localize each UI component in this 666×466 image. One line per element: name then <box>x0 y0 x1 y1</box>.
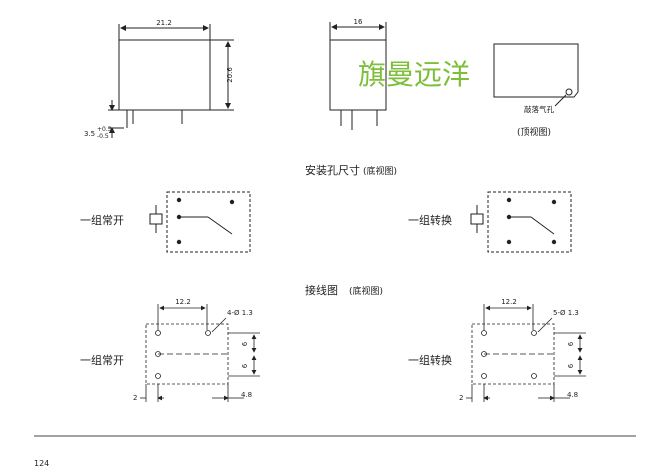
wiring-co-v-upper: 6 <box>567 341 575 346</box>
wiring-diagram-co <box>466 304 586 402</box>
page-number: 124 <box>34 459 49 466</box>
wiring-section-subtitle: (底视图) <box>349 285 383 297</box>
front-width-dim: 21.2 <box>156 19 172 27</box>
wiring-label-co: 一组转换 <box>408 353 452 367</box>
install-section-subtitle: (底视图) <box>363 165 397 177</box>
pin-tol-upper: +0.3 <box>97 126 112 133</box>
pin-length-dim: 3.5 <box>84 130 95 138</box>
top-view <box>493 43 579 107</box>
wiring-no-v-upper: 6 <box>241 341 249 346</box>
wiring-no-holes: 4-Ø 1.3 <box>227 309 253 317</box>
wiring-no-spacing: 12.2 <box>175 298 191 306</box>
install-section-title: 安装孔尺寸 <box>305 163 360 177</box>
front-view <box>108 24 234 138</box>
wiring-co-holes: 5-Ø 1.3 <box>553 309 579 317</box>
wiring-co-spacing: 12.2 <box>501 298 517 306</box>
wiring-co-left-offset: 2 <box>459 394 463 402</box>
top-view-caption: (顶视图) <box>517 126 551 138</box>
wiring-no-v-lower: 6 <box>241 363 249 368</box>
install-diagram-no <box>149 191 251 253</box>
wiring-diagram-no <box>140 304 260 402</box>
wiring-section-title: 接线图 <box>305 283 338 297</box>
wiring-label-no: 一组常开 <box>80 353 124 367</box>
wiring-no-left-offset: 2 <box>133 394 137 402</box>
install-label-no: 一组常开 <box>80 213 124 227</box>
wiring-co-right-offset: 4.8 <box>567 391 578 399</box>
watermark: 旗曼远洋 <box>358 58 470 91</box>
vent-hole-label: 敲落气孔 <box>524 104 554 114</box>
wiring-no-right-offset: 4.8 <box>241 391 252 399</box>
side-view <box>329 22 387 130</box>
wiring-co-v-lower: 6 <box>567 363 575 368</box>
pin-tol-lower: -0.5 <box>97 133 109 140</box>
install-diagram-co <box>470 191 572 253</box>
front-height-dim: 20.6 <box>226 67 234 83</box>
install-label-co: 一组转换 <box>408 213 452 227</box>
side-width-dim: 16 <box>354 18 363 26</box>
